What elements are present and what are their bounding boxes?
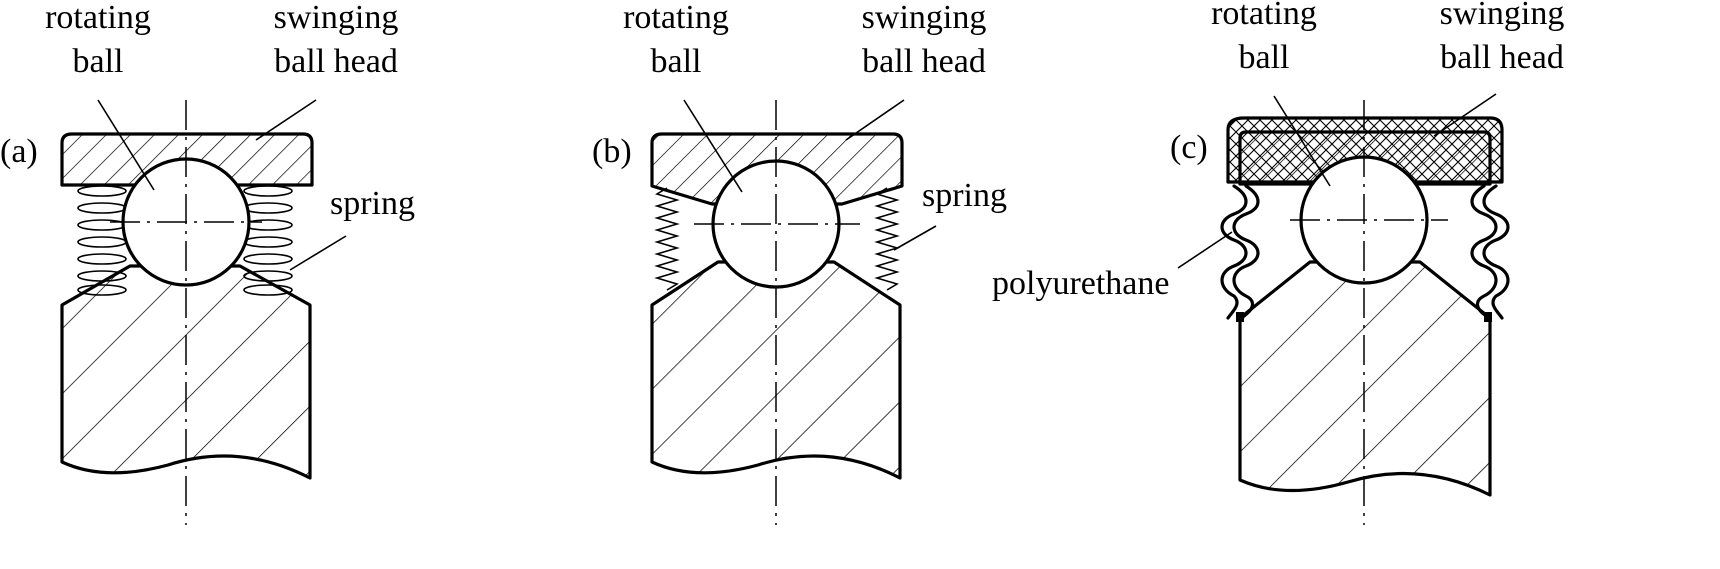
panel-c-polyurethane-label: polyurethane: [992, 265, 1170, 302]
panel-c-bellows-left-outer: [1220, 184, 1248, 320]
panel-b-rotating-label-2: ball: [651, 43, 702, 80]
panel-b-spring-label: spring: [922, 177, 1007, 214]
panel-a-rotating-label-2: ball: [73, 43, 124, 80]
panel-b-rotating-label-1: rotating: [623, 0, 729, 36]
panel-c-rotating-label-2: ball: [1239, 39, 1290, 76]
panel-b-tag: (b): [592, 133, 632, 170]
panel-c-bellows-right-outer: [1482, 184, 1510, 320]
panel-a-tag: (a): [0, 133, 38, 170]
panel-c-tag: (c): [1170, 129, 1208, 166]
panel-c-bellows-left: [1232, 184, 1260, 320]
panel-c-bellows-right: [1470, 184, 1498, 320]
panel-b: (b) rotating ball swinging ball head spr…: [592, 0, 1007, 525]
panel-a-rotating-label-1: rotating: [45, 0, 151, 36]
panel-c-swinging-label-2: ball head: [1440, 39, 1564, 76]
panel-b-base: [650, 260, 902, 480]
panel-c-rotating-label-1: rotating: [1211, 0, 1317, 32]
panel-a-spring-label: spring: [330, 185, 415, 222]
panel-c-base: [1238, 260, 1492, 497]
panel-c-swinging-label-1: swinging: [1440, 0, 1565, 32]
panel-b-swinging-label-1: swinging: [862, 0, 987, 36]
panel-b-spring-right: [874, 187, 900, 291]
panel-b-swinging-label-2: ball head: [862, 43, 986, 80]
panel-a-swinging-label-2: ball head: [274, 43, 398, 80]
panel-b-spring-left: [654, 187, 680, 291]
panel-a-swinging-label-1: swinging: [274, 0, 399, 36]
panel-c: (c) rotating ball swinging ball head pol…: [992, 0, 1564, 525]
panel-a: (a) rotating ball swinging ball head spr…: [0, 0, 415, 525]
